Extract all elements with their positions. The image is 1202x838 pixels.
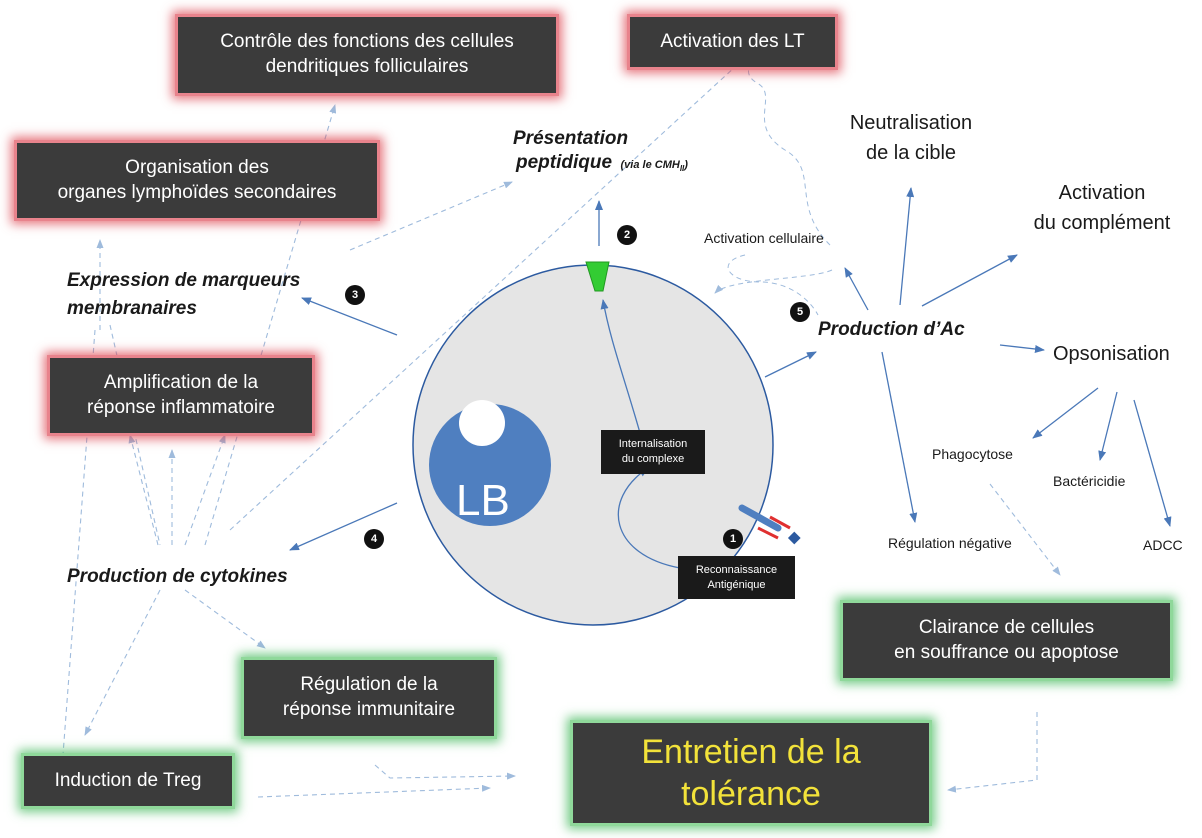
dashed-cyto-amplif-3 (184, 434, 226, 546)
label-adcc: ADCC (1143, 537, 1183, 553)
dashed-treg-tolerance (257, 784, 491, 798)
label-regulation-negative: Régulation négative (888, 535, 1012, 551)
arrow-opsonisation (999, 344, 1045, 353)
step-number-5: 5 (790, 302, 810, 322)
label-expression-1: Expression de marqueurs (67, 270, 301, 291)
label-complement-2: du complément (1033, 212, 1171, 234)
box-internalisation: Internalisation du complexe (601, 430, 705, 474)
box-organes-line1: Organisation des (125, 156, 269, 178)
box-lt-activation: Activation des LT (630, 17, 835, 67)
step-number-3: 3 (345, 285, 365, 305)
box-amplif-line2: réponse inflammatoire (87, 396, 275, 418)
arrow-internalisation (617, 467, 681, 569)
arrow-expression (301, 297, 398, 336)
dashed-expression-to-presentation (349, 181, 513, 251)
step-number-2: 2 (617, 225, 637, 245)
label-neutralisation: Neutralisation de la cible (826, 108, 996, 168)
arrow-bactericidie (1098, 391, 1118, 461)
label-activation-cellulaire: Activation cellulaire (704, 230, 824, 246)
label-production-ac: Production d’Ac (818, 319, 965, 340)
arrow-production-ac (764, 351, 817, 378)
box-reconnaissance-line2: Antigénique (707, 578, 766, 591)
step-number-4: 4 (364, 529, 384, 549)
arrow-phagocytose (1032, 387, 1099, 439)
dashed-regulation-tolerance (374, 764, 516, 780)
box-treg: Induction de Treg (24, 756, 232, 806)
box-regulation-immunitaire: Régulation de la réponse immunitaire (244, 660, 494, 736)
dashed-to-lt (229, 54, 749, 531)
arrow-activation-cell (844, 267, 869, 311)
label-neutralisation-2: de la cible (865, 142, 957, 164)
box-fdc-line2: dendritiques folliculaires (265, 56, 469, 77)
box-fdc-control: Contrôle des fonctions des cellules dend… (178, 17, 556, 93)
arrow-to-membrane (600, 299, 641, 434)
label-bactericidie: Bactéricidie (1053, 473, 1126, 489)
box-clairance: Clairance de cellules en souffrance ou a… (843, 603, 1170, 678)
label-complement-1: Activation (1058, 182, 1146, 204)
box-amplification: Amplification de la réponse inflammatoir… (50, 358, 312, 433)
box-reconnaissance-line1: Reconnaissance (695, 563, 778, 576)
label-presentation-1: Présentation (513, 128, 629, 149)
box-tolerance: Entretien de la tolérance (573, 723, 929, 823)
box-internalisation-line1: Internalisation (618, 438, 688, 451)
nucleus (429, 404, 551, 526)
label-expression-2: membranaires (67, 298, 197, 319)
squiggle-activation-2 (714, 269, 833, 294)
dashed-cyto-amplif-1 (128, 434, 159, 546)
label-presentation-2: peptidique (via le CMHII) (516, 152, 688, 174)
label-neutralisation-1: Neutralisation (849, 112, 973, 134)
box-reconnaissance: Reconnaissance Antigénique (678, 556, 795, 599)
box-organes-line2: organes lymphoïdes secondaires (57, 181, 337, 203)
box-tolerance-line1: Entretien de la (641, 732, 861, 771)
squiggle-activation (727, 254, 819, 316)
nucleolus (459, 400, 505, 446)
arrow-neutralisation (899, 187, 915, 306)
mhc-receptor-icon (585, 261, 610, 292)
label-phagocytose: Phagocytose (932, 446, 1013, 462)
arrow-regulation-neg (881, 351, 918, 523)
label-opsonisation: Opsonisation (1053, 343, 1170, 365)
label-via-cmh: (via le CMHII) (620, 159, 688, 174)
label-presentation-peptidique: peptidique (516, 152, 613, 173)
arrow-adcc (1133, 399, 1172, 527)
arrow-complement (921, 254, 1018, 307)
box-amplif-line1: Amplification de la (103, 371, 259, 393)
box-regulation-line1: Régulation de la (300, 674, 438, 696)
box-tolerance-line2: tolérance (681, 775, 821, 813)
box-fdc-line1: Contrôle des fonctions des cellules (220, 31, 514, 53)
lb-label: LB (456, 476, 510, 525)
box-organes: Organisation des organes lymphoïdes seco… (17, 143, 377, 218)
arrow-cytokines (289, 502, 398, 551)
dashed-cyto-treg (84, 589, 161, 736)
box-lt-line1: Activation des LT (660, 30, 805, 52)
dashed-cyto-regulation (184, 589, 266, 649)
label-via-sub: II (679, 164, 685, 174)
box-treg-line1: Induction de Treg (54, 769, 202, 791)
label-complement: Activation du complément (1022, 178, 1182, 238)
label-via-text: (via le CMH (620, 159, 680, 171)
dashed-clairance-tolerance (947, 712, 1038, 793)
bcr-antigen-icon (738, 504, 801, 545)
label-cytokines: Production de cytokines (67, 566, 288, 587)
label-via-end: ) (684, 159, 688, 171)
box-internalisation-line2: du complexe (621, 453, 685, 465)
step-number-1: 1 (723, 529, 743, 549)
dashed-phago-clairance (989, 483, 1061, 576)
squiggle-to-lt (744, 48, 831, 246)
box-regulation-line2: réponse immunitaire (282, 699, 456, 720)
box-clairance-line2: en souffrance ou apoptose (894, 641, 1119, 663)
box-clairance-line1: Clairance de cellules (918, 616, 1095, 638)
